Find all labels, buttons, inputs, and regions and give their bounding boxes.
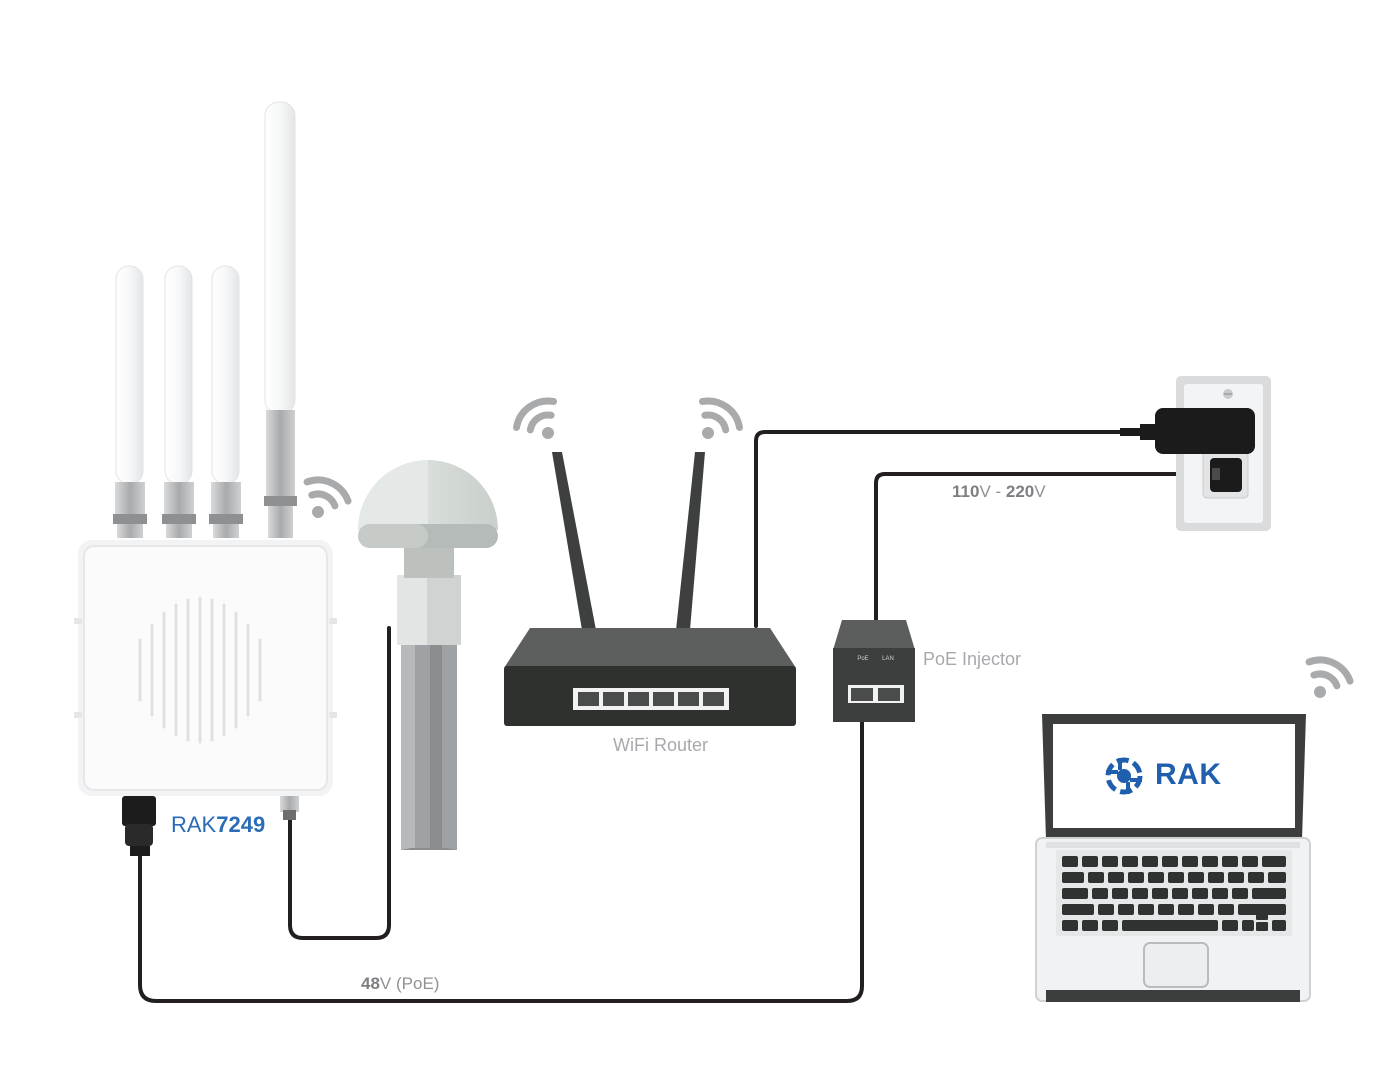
router-label: WiFi Router [613, 735, 709, 755]
gps-antenna-icon [358, 460, 498, 850]
poe-injector-icon: PoE LAN [833, 620, 915, 722]
injector-power-cable [874, 472, 1214, 624]
router-power-cable [754, 430, 1124, 628]
cables [138, 430, 1214, 1003]
wifi-signal-icon [1305, 656, 1354, 698]
rak-logo-icon [1105, 757, 1143, 795]
laptop-keyboard [1062, 856, 1286, 931]
injector-port-poe-label: PoE [857, 656, 868, 662]
wifi-signal-icon [698, 397, 744, 439]
wifi-signal-icon [303, 476, 352, 518]
antenna-icon [209, 265, 243, 538]
poe-voltage-label: 48V (PoE) [361, 974, 439, 994]
antenna-icon [264, 101, 297, 538]
laptop-logo-text: RAK [1155, 758, 1222, 791]
injector-port-lan-label: LAN [882, 656, 894, 662]
power-adapter-icon [1120, 408, 1255, 492]
mains-voltage-sep: V - [979, 482, 1006, 501]
router-ethernet-ports [573, 688, 729, 710]
gateway-model-prefix: RAK [171, 812, 217, 837]
gps-cable [288, 626, 391, 940]
poe-cable [138, 698, 864, 1003]
antenna-icon [113, 265, 147, 538]
mains-voltage-low: 110 [952, 482, 980, 501]
mains-voltage-high: 220 [1005, 482, 1035, 501]
gateway-model-number: 7249 [216, 812, 266, 837]
gateway-enclosure [74, 540, 337, 796]
router-icon [504, 452, 796, 726]
gps-connector [280, 796, 299, 820]
power-connector [122, 796, 156, 856]
laptop-screen-logo: RAK [1103, 757, 1243, 797]
mains-voltage-label: 110V - 220V [952, 482, 1046, 502]
wifi-signal-icon [512, 397, 558, 439]
antenna-icon [162, 265, 196, 538]
mains-voltage-unit: V [1034, 482, 1046, 501]
laptop-icon [1035, 714, 1311, 1002]
laptop-touchpad [1143, 942, 1209, 988]
gateway-antennas [113, 101, 297, 538]
poe-voltage-num: 48 [361, 974, 380, 993]
poe-voltage-rest: V (PoE) [379, 974, 440, 993]
poe-injector-label: PoE Injector [923, 649, 1022, 669]
gateway-model-label: RAK7249 [171, 812, 265, 838]
